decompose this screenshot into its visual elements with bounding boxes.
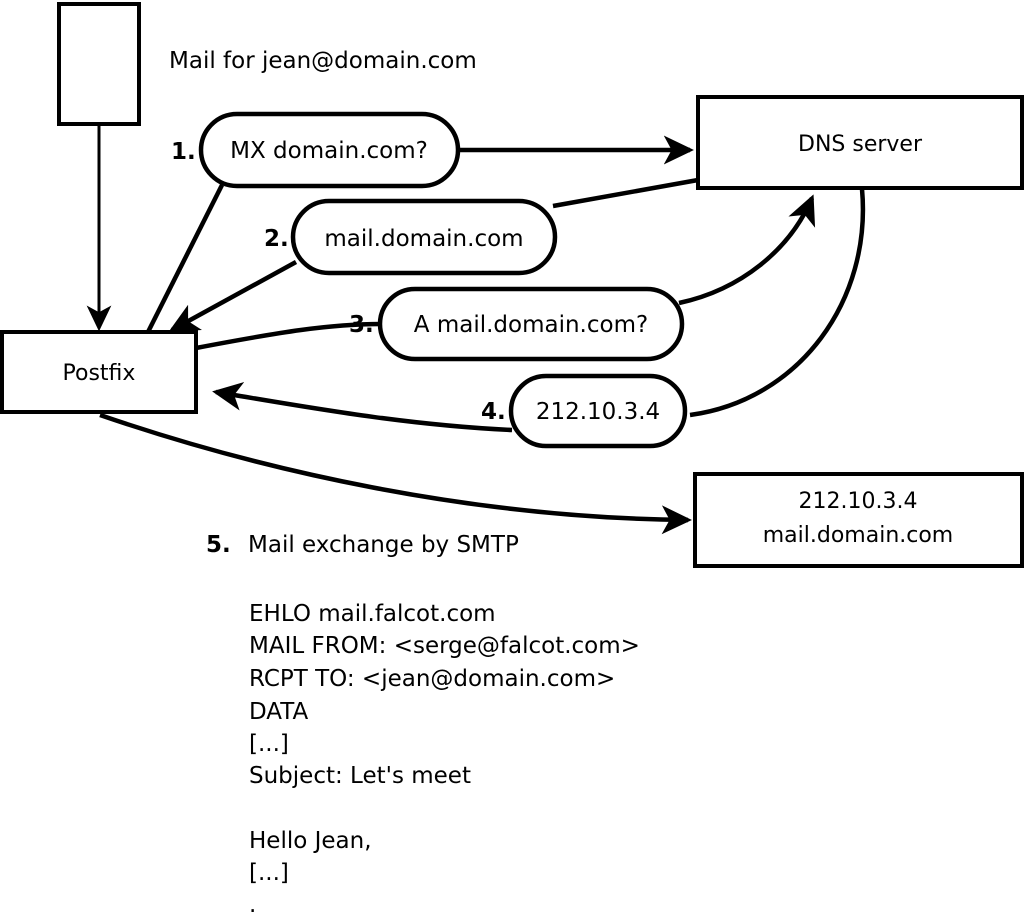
bubble-step-1-label: MX domain.com?	[230, 138, 428, 164]
transcript-line-2: RCPT TO: <jean@domain.com>	[249, 666, 615, 692]
bubble-step-2[interactable]	[290, 198, 558, 276]
transcript-line-1: MAIL FROM: <serge@falcot.com>	[249, 633, 640, 659]
caption-mail-for: Mail for jean@domain.com	[169, 48, 477, 74]
transcript-line-8: [...]	[249, 860, 289, 886]
step-number-5: 5.	[206, 532, 231, 558]
step-5-label: Mail exchange by SMTP	[248, 532, 519, 558]
node-postfix[interactable]	[0, 330, 198, 414]
arrow-step3-to-dns	[678, 194, 816, 306]
step-number-1: 1.	[171, 139, 196, 165]
bubble-step-2-label: mail.domain.com	[324, 226, 523, 252]
transcript-line-3: DATA	[249, 699, 309, 725]
step-number-2: 2.	[264, 226, 289, 252]
arrow-step5-postfix-to-target	[99, 412, 692, 535]
node-mail-source[interactable]	[57, 2, 141, 126]
step-number-4: 4.	[481, 399, 506, 425]
bubble-step-4-label: 212.10.3.4	[536, 399, 660, 425]
transcript-line-9: .	[249, 892, 256, 918]
step-number-3: 3.	[349, 312, 374, 338]
arrow-step2-to-postfix	[168, 260, 298, 332]
bubble-step-1[interactable]	[198, 111, 461, 189]
bubble-step-3-label: A mail.domain.com?	[414, 312, 648, 338]
node-target-server-ip: 212.10.3.4	[799, 489, 918, 514]
node-dns-server[interactable]	[696, 95, 1024, 190]
arrow-step4-to-postfix	[212, 381, 513, 433]
transcript-line-4: [...]	[249, 731, 289, 757]
transcript-line-0: EHLO mail.falcot.com	[249, 601, 496, 627]
leader-postfix-to-step1-bubble	[145, 183, 225, 334]
node-target-server-host: mail.domain.com	[763, 523, 954, 548]
transcript-line-7: Hello Jean,	[249, 828, 372, 854]
transcript-line-5: Subject: Let's meet	[249, 763, 471, 789]
line-dns-to-step2-bubble	[552, 177, 699, 209]
node-target-server[interactable]	[693, 472, 1024, 568]
bubble-step-4[interactable]	[508, 373, 688, 449]
node-postfix-label: Postfix	[63, 361, 136, 386]
node-dns-server-label: DNS server	[798, 132, 923, 157]
line-dns-to-step4-bubble	[689, 188, 866, 418]
line-postfix-to-step3-bubble	[195, 321, 382, 351]
bubble-step-3[interactable]	[377, 286, 685, 362]
